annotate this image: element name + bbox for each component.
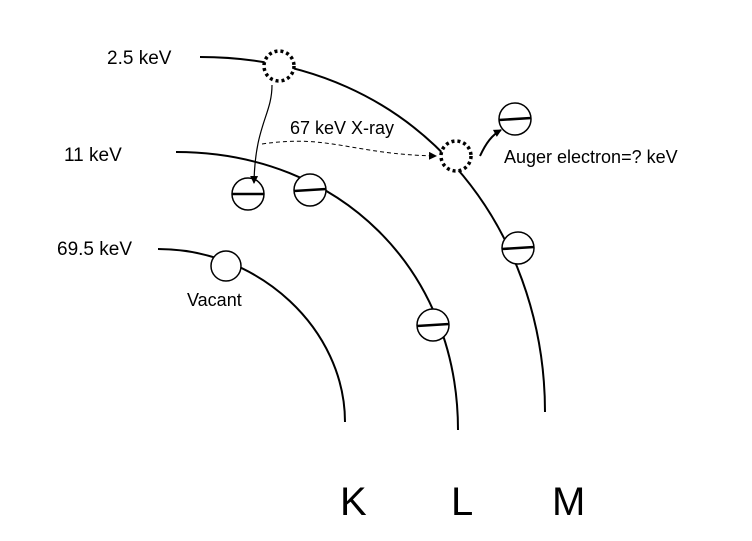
l-shell-electron xyxy=(293,173,327,207)
m-shell-electron xyxy=(501,231,535,265)
transitioned-electron xyxy=(231,177,265,211)
l-shell-energy-label: 11 keV xyxy=(64,145,122,166)
m-shell-vacancy-auger xyxy=(439,139,473,173)
xray-label: 67 keV X-ray xyxy=(290,118,394,138)
l-shell-electron xyxy=(416,308,450,342)
shell-letter-k: K xyxy=(340,480,367,524)
l-shell-arc xyxy=(175,151,459,431)
k-shell-vacancy xyxy=(210,250,242,282)
shell-letter-m: M xyxy=(552,480,585,524)
auger-ejection-arrow xyxy=(479,129,502,157)
xray-arrow xyxy=(261,140,437,160)
transition-arrow xyxy=(250,84,273,184)
m-shell-arc xyxy=(199,56,546,413)
m-shell-energy-label: 2.5 keV xyxy=(107,48,172,69)
shell-letter-l: L xyxy=(451,480,473,524)
k-shell-arc xyxy=(157,248,346,423)
auger-electron xyxy=(498,102,532,136)
k-shell-energy-label: 69.5 keV xyxy=(57,239,132,260)
auger-label: Auger electron=? keV xyxy=(504,147,678,167)
m-shell-vacancy-origin xyxy=(262,49,296,83)
vacant-label: Vacant xyxy=(187,290,242,310)
